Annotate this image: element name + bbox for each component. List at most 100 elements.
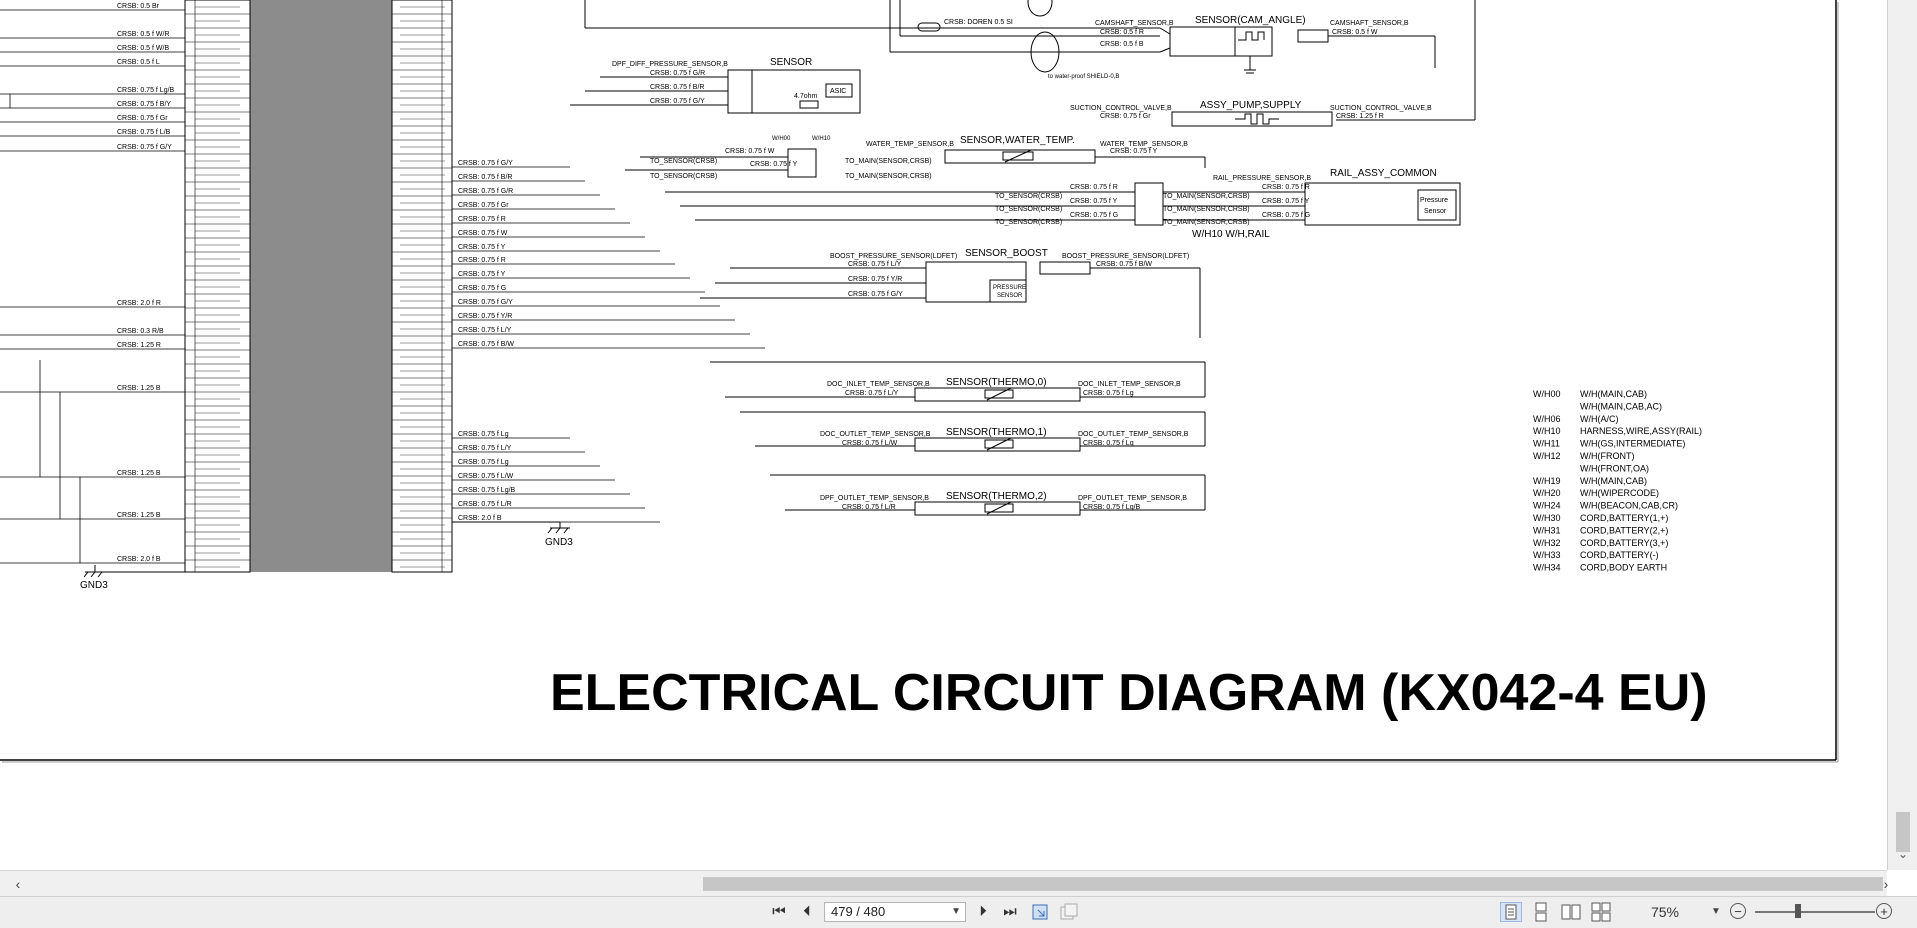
svg-text:CRSB: 0.75 f L/W: CRSB: 0.75 f L/W [842, 440, 898, 447]
svg-text:CRSB: 0.75 f Lg: CRSB: 0.75 f Lg [1083, 390, 1134, 397]
svg-text:CRSB: 0.75 f Lg/B: CRSB: 0.75 f Lg/B [1083, 504, 1141, 511]
legend-description: W/H(MAIN,CAB) [1580, 476, 1647, 486]
legend-description: W/H(FRONT) [1580, 451, 1634, 461]
zoom-out-icon[interactable]: − [1730, 903, 1746, 919]
two-page-continuous-icon[interactable] [1590, 902, 1612, 922]
last-page-icon[interactable]: ⏭ [1003, 903, 1017, 920]
two-page-view-icon[interactable] [1560, 902, 1582, 922]
legend-description: W/H(MAIN,CAB,AC) [1580, 401, 1662, 411]
svg-text:CRSB: 0.5 f W: CRSB: 0.5 f W [1332, 29, 1378, 36]
svg-text:CRSB: 0.75 f Y: CRSB: 0.75 f Y [1070, 198, 1118, 205]
thermo2-title: SENSOR(THERMO,2) [946, 491, 1047, 502]
cam-angle-sensor: SENSOR(CAM_ANGLE) CAMSHAFT_SENSOR,B CAMS… [1095, 15, 1409, 74]
legend-code: W/H11 [1533, 439, 1560, 449]
ecu-connector-right [391, 0, 453, 573]
svg-text:W/H00: W/H00 [772, 136, 791, 142]
zoom-slider-track[interactable] [1755, 911, 1875, 913]
svg-text:W/H10: W/H10 [812, 136, 831, 142]
svg-text:CRSB: 0.75 f Lg: CRSB: 0.75 f Lg [1083, 440, 1134, 447]
legend-code: W/H10 [1533, 426, 1561, 436]
previous-page-icon[interactable]: ⏴ [803, 903, 811, 920]
ecu-connector-left [184, 0, 251, 573]
doc-out-left-label: DOC_OUTLET_TEMP_SENSOR,B [820, 431, 931, 438]
legend-description: CORD,BATTERY(3,+) [1580, 538, 1668, 548]
single-page-view-icon[interactable] [1500, 902, 1522, 922]
legend-code: W/H32 [1533, 538, 1561, 548]
svg-text:CRSB: 0.75 f B/R: CRSB: 0.75 f B/R [650, 84, 704, 91]
right-wire-label: CRSB: 0.75 f L/R [458, 501, 512, 508]
to-main-label-4: TO_MAIN(SENSOR,CRSB) [1163, 206, 1250, 213]
legend-code: W/H12 [1533, 451, 1561, 461]
left-wire-label: CRSB: 0.75 f Lg/B [117, 87, 175, 94]
suction-left-label: SUCTION_CONTROL_VALVE,B [1070, 105, 1172, 112]
horizontal-scroll-thumb[interactable] [703, 877, 1883, 891]
left-wire-label: CRSB: 0.75 f G/Y [117, 144, 172, 151]
zoom-slider-thumb[interactable] [1795, 904, 1801, 918]
page-copy-icon[interactable] [1058, 902, 1080, 922]
legend-code: W/H33 [1533, 550, 1561, 560]
legend-code: W/H30 [1533, 513, 1561, 523]
left-wire-label: CRSB: 1.25 B [117, 470, 161, 477]
right-wire-label: CRSB: 0.75 f G/R [458, 188, 513, 195]
right-wire-label: CRSB: 0.75 f R [458, 216, 506, 223]
dpf-left-label: DPF_DIFF_PRESSURE_SENSOR,B [612, 61, 728, 68]
right-wire-label: CRSB: 0.75 f Gr [458, 202, 509, 209]
legend-description: CORD,BATTERY(1,+) [1580, 513, 1668, 523]
zoom-level[interactable]: 75% [1650, 904, 1680, 920]
svg-text:CRSB: 0.75 f G/Y: CRSB: 0.75 f G/Y [650, 98, 705, 105]
vertical-scrollbar[interactable]: ⌄ [1887, 0, 1917, 870]
left-wire-label: CRSB: 2.0 f R [117, 300, 161, 307]
page-number-field[interactable]: 479 / 480 ▼ [824, 902, 966, 922]
left-wire-label: CRSB: 0.5 Br [117, 3, 160, 10]
left-wire-label: CRSB: 2.0 f B [117, 556, 161, 563]
dpf-pressure-sensor: SENSOR DPF_DIFF_PRESSURE_SENSOR,B 4.7ohm… [570, 57, 861, 114]
to-main-label-1: TO_MAIN(SENSOR,CRSB) [845, 158, 932, 165]
zoom-dropdown-icon[interactable]: ▼ [1711, 906, 1721, 917]
to-main-label-2: TO_MAIN(SENSOR,CRSB) [845, 173, 932, 180]
water-sensor-title: SENSOR,WATER_TEMP. [960, 135, 1075, 146]
dpf-sensor-title: SENSOR [770, 57, 812, 68]
scroll-down-icon[interactable]: ⌄ [1897, 847, 1909, 861]
svg-text:CRSB: 0.75 f Y: CRSB: 0.75 f Y [1262, 198, 1310, 205]
legend-description: W/H(A/C) [1580, 414, 1619, 424]
ground-symbol-left: GND3 [80, 565, 185, 591]
legend-description: W/H(GS,INTERMEDIATE) [1580, 439, 1685, 449]
scroll-left-icon[interactable]: ‹ [15, 876, 21, 892]
next-page-icon[interactable]: ⏵ [979, 903, 987, 920]
legend-code: W/H20 [1533, 488, 1561, 498]
horizontal-scrollbar[interactable]: ‹ › [0, 870, 1888, 896]
right-wire-label: CRSB: 0.75 f Y [458, 271, 506, 278]
svg-text:CRSB: 0.5 f B: CRSB: 0.5 f B [1100, 41, 1144, 48]
scroll-right-icon[interactable]: › [1883, 876, 1889, 892]
ecu-body [250, 0, 392, 572]
doc-in-left-label: DOC_INLET_TEMP_SENSOR,B [827, 381, 930, 388]
page-dropdown-icon[interactable]: ▼ [951, 906, 961, 917]
right-wire-label: CRSB: 0.75 f G/Y [458, 299, 513, 306]
dpf-out-right-label: DPF_OUTLET_TEMP_SENSOR,B [1078, 495, 1187, 502]
svg-text:CRSB: 0.75 f R: CRSB: 0.75 f R [1070, 184, 1118, 191]
zoom-in-icon[interactable]: + [1876, 903, 1892, 919]
to-sensor-label-5: TO_SENSOR(CRSB) [995, 219, 1062, 226]
left-wire-label: CRSB: 1.25 B [117, 512, 161, 519]
continuous-view-icon[interactable] [1530, 902, 1552, 922]
left-wire-label: CRSB: 0.3 R/B [117, 328, 164, 335]
page-export-icon[interactable] [1030, 902, 1052, 922]
thermo-0-sensor: SENSOR(THERMO,0) DOC_INLET_TEMP_SENSOR,B… [710, 361, 1206, 402]
gnd-mid-label: GND3 [545, 537, 573, 548]
page-indicator: 479 / 480 [831, 904, 886, 919]
to-sensor-label-4: TO_SENSOR(CRSB) [995, 206, 1062, 213]
right-wire-label: CRSB: 2.0 f B [458, 515, 502, 522]
asic-label: ASIC [830, 88, 846, 95]
boost-sensor-text: SENSOR [997, 293, 1023, 299]
suction-right-label: SUCTION_CONTROL_VALVE,B [1330, 105, 1432, 112]
cam-left-label: CAMSHAFT_SENSOR,B [1095, 20, 1174, 27]
first-page-icon[interactable]: ⏮ [772, 903, 786, 920]
vertical-scroll-thumb[interactable] [1896, 812, 1910, 852]
dpf-out-left-label: DPF_OUTLET_TEMP_SENSOR,B [820, 495, 929, 502]
svg-text:CRSB: 1.25 f R: CRSB: 1.25 f R [1336, 113, 1384, 120]
right-wire-label: CRSB: 0.75 f B/W [458, 341, 514, 348]
to-main-label-3: TO_MAIN(SENSOR,CRSB) [1163, 193, 1250, 200]
